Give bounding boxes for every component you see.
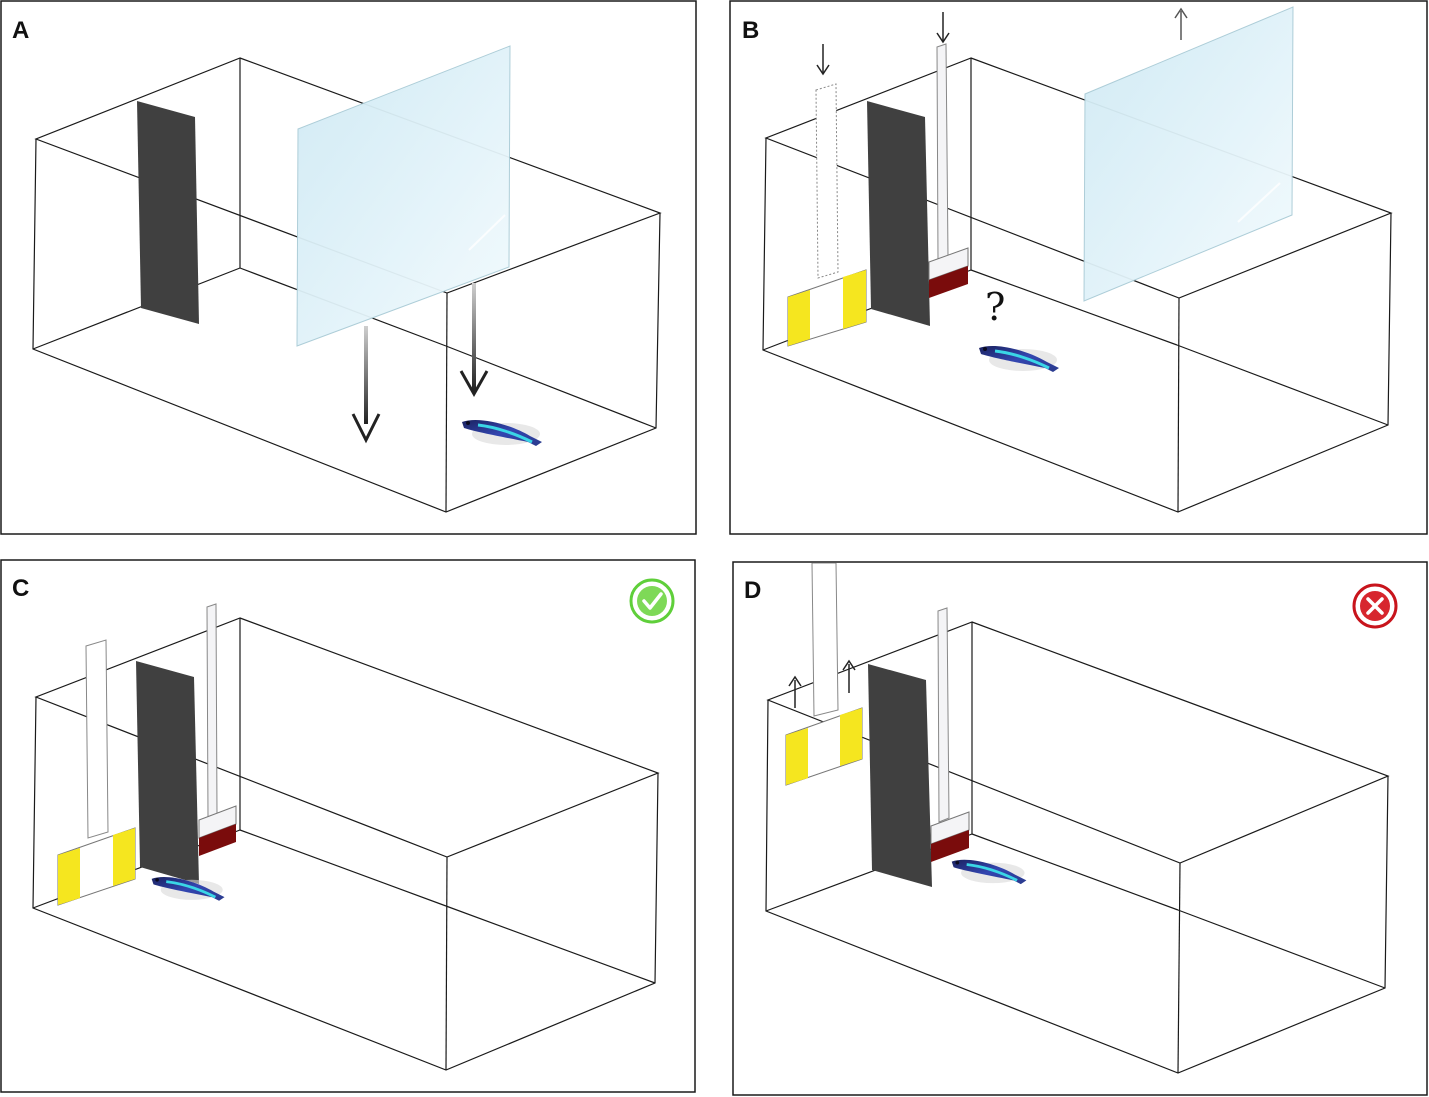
up-arrow <box>1174 7 1188 40</box>
down-arrow <box>816 44 830 76</box>
panel-d-label: D <box>744 577 761 604</box>
fish <box>979 346 1059 372</box>
panel-b-frame <box>729 0 1428 535</box>
down-arrow <box>459 283 489 398</box>
question-mark: ? <box>985 285 1005 329</box>
dark-divider <box>868 664 932 887</box>
door-rod <box>937 607 950 823</box>
panel-c-frame <box>0 559 696 1093</box>
tank-a <box>32 57 662 513</box>
tank-d <box>765 621 1390 1074</box>
dark-divider <box>137 101 199 324</box>
glass-plate <box>1083 6 1294 302</box>
red-door <box>199 824 236 856</box>
panel-c: C <box>0 559 696 1093</box>
door-rod <box>936 43 949 261</box>
door-rod <box>811 562 839 717</box>
panel-b: B <box>729 0 1428 535</box>
down-arrow <box>351 326 381 444</box>
dark-divider <box>867 101 930 326</box>
panel-d-frame <box>732 561 1428 1096</box>
panel-a-frame <box>0 0 697 535</box>
up-arrow <box>788 675 802 708</box>
panel-b-label: B <box>742 17 759 44</box>
dark-divider <box>136 661 199 884</box>
panel-d: D <box>732 561 1428 1096</box>
door-rod <box>85 639 109 839</box>
panel-a: A <box>0 0 697 535</box>
panel-c-label: C <box>12 575 29 602</box>
panel-a-label: A <box>12 17 29 44</box>
red-door <box>931 830 969 862</box>
door-rod <box>815 83 839 279</box>
door-rod <box>206 603 218 819</box>
red-door <box>929 266 968 298</box>
check-circle-icon <box>629 578 675 624</box>
fish <box>952 860 1027 884</box>
up-arrow <box>842 659 856 693</box>
cross-circle-icon <box>1352 583 1398 629</box>
fish <box>152 877 225 901</box>
down-arrow <box>936 12 950 44</box>
glass-plate <box>296 45 511 347</box>
fish <box>460 418 544 448</box>
